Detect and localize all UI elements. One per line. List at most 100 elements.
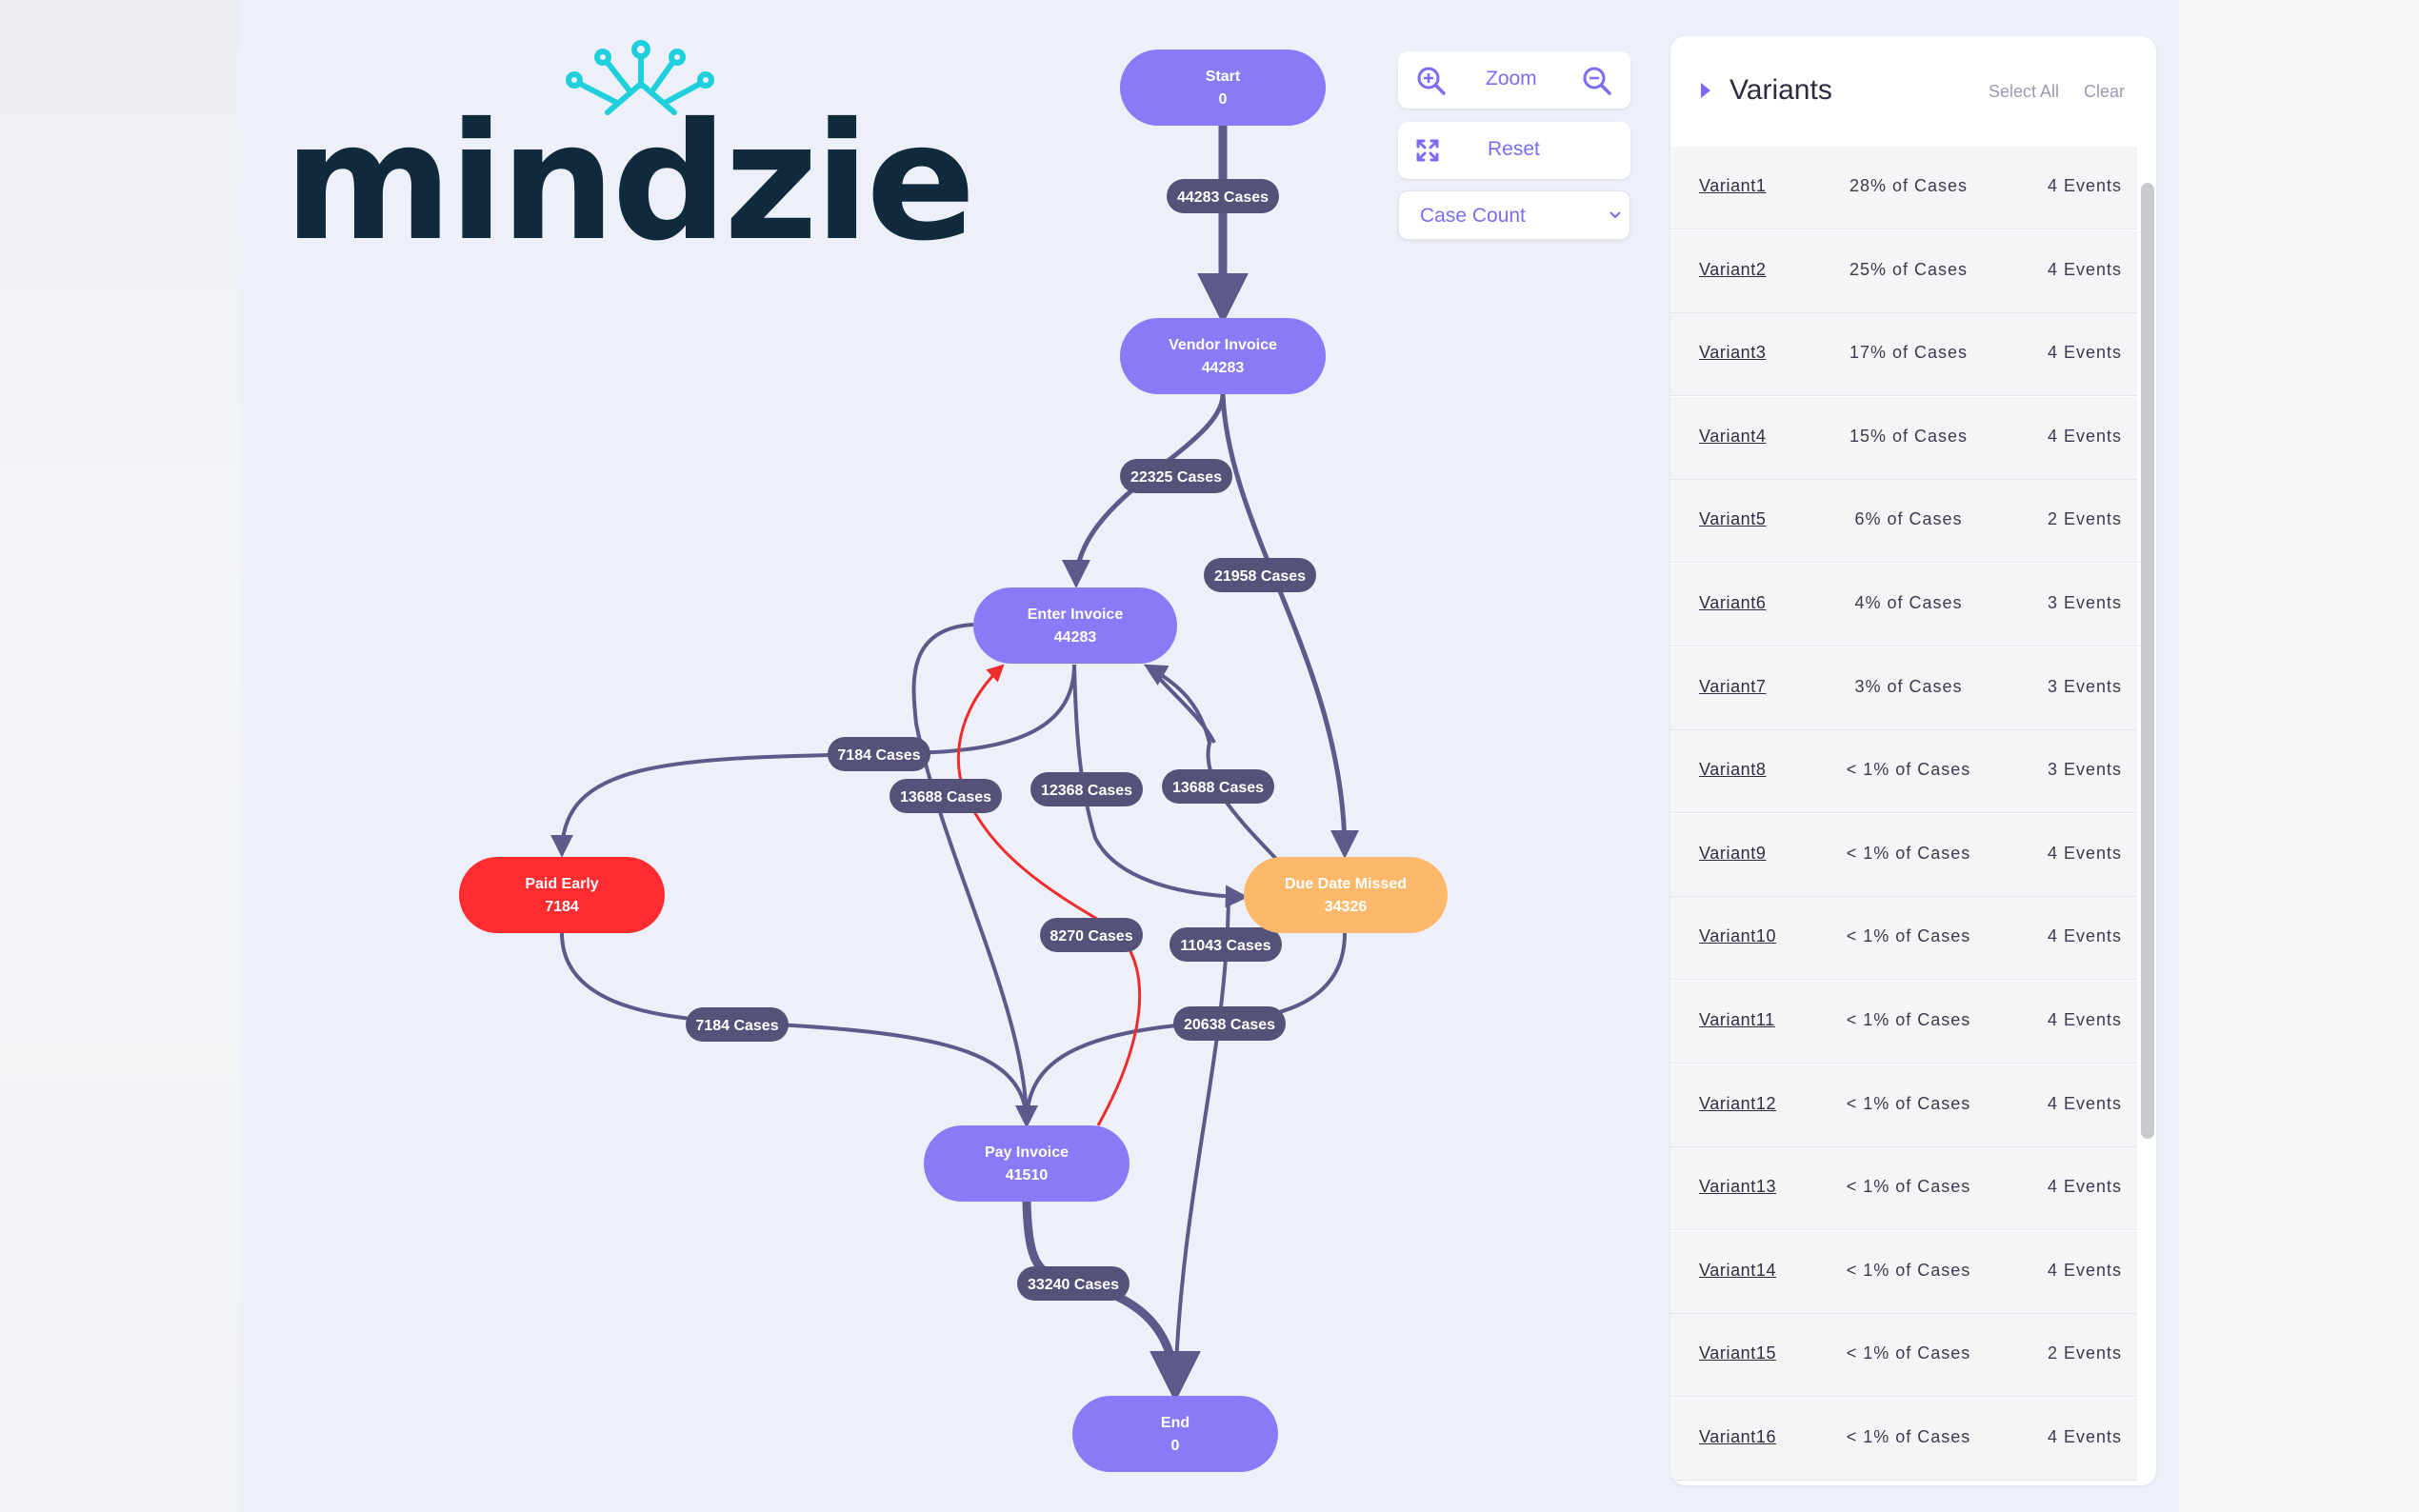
variant-case-percent: < 1% of Cases	[1846, 1260, 1971, 1280]
variant-name-link[interactable]: Variant2	[1699, 259, 1767, 279]
svg-text:7184 Cases: 7184 Cases	[695, 1018, 778, 1034]
svg-text:Vendor Invoice: Vendor Invoice	[1169, 337, 1277, 353]
edge-label-pay-enter[interactable]: 8270 Cases	[1040, 918, 1143, 952]
variant-name-link[interactable]: Variant14	[1699, 1260, 1777, 1280]
svg-text:End: End	[1161, 1415, 1190, 1431]
edge-label-due-end[interactable]: 11043 Cases	[1170, 927, 1282, 962]
svg-text:12368 Cases: 12368 Cases	[1041, 783, 1132, 799]
edge-enter-due[interactable]	[1072, 664, 1249, 908]
edge-due-end[interactable]	[1164, 888, 1230, 1395]
edge-label-enter-pay[interactable]: 13688 Cases	[890, 779, 1002, 813]
variant-name-link[interactable]: Variant6	[1699, 593, 1767, 612]
variant-event-count: 3 Events	[2047, 676, 2122, 696]
edge-label-enter-paid[interactable]: 7184 Cases	[828, 737, 930, 771]
node-enter-invoice[interactable]: Enter Invoice 44283	[973, 587, 1177, 664]
node-paid-early[interactable]: Paid Early 7184	[459, 857, 665, 933]
node-end[interactable]: End 0	[1072, 1396, 1278, 1472]
svg-text:11043 Cases: 11043 Cases	[1180, 938, 1270, 954]
svg-text:22325 Cases: 22325 Cases	[1130, 469, 1222, 486]
edge-pay-enter-rework[interactable]	[957, 664, 1142, 1126]
variant-case-percent: 3% of Cases	[1854, 676, 1963, 696]
edge-label-paid-pay[interactable]: 7184 Cases	[686, 1007, 789, 1042]
scrollbar-thumb[interactable]	[2141, 183, 2154, 1139]
variant-event-count: 4 Events	[2047, 343, 2122, 363]
svg-text:21958 Cases: 21958 Cases	[1214, 568, 1306, 585]
variant-event-count: 3 Events	[2047, 593, 2122, 612]
edge-label-vendor-due[interactable]: 21958 Cases	[1204, 558, 1316, 592]
node-pay-invoice[interactable]: Pay Invoice 41510	[924, 1125, 1130, 1202]
variants-scrollbar[interactable]	[2137, 147, 2156, 1485]
edge-label-due-pay[interactable]: 20638 Cases	[1173, 1006, 1286, 1041]
variant-name-link[interactable]: Variant1	[1699, 176, 1767, 195]
variant-name-link[interactable]: Variant12	[1699, 1093, 1777, 1113]
svg-text:Paid Early: Paid Early	[525, 876, 598, 892]
variant-event-count: 3 Events	[2047, 760, 2122, 780]
variant-name-link[interactable]: Variant5	[1699, 509, 1767, 529]
select-all-link[interactable]: Select All	[1989, 82, 2060, 101]
variant-case-percent: < 1% of Cases	[1846, 926, 1971, 946]
reset-button[interactable]: Reset	[1398, 122, 1630, 179]
edge-vendor-due[interactable]	[1220, 393, 1359, 859]
edge-labels: 44283 Cases 22325 Cases 21958 Cases 7184…	[686, 179, 1316, 1301]
variant-event-count: 4 Events	[2047, 1427, 2122, 1446]
variant-name-link[interactable]: Variant8	[1699, 760, 1767, 780]
svg-text:0: 0	[1219, 91, 1228, 108]
zoom-out-icon[interactable]	[1581, 65, 1613, 97]
edge-due-enter[interactable]	[1143, 664, 1278, 861]
variant-name-link[interactable]: Variant9	[1699, 843, 1767, 863]
variant-name-link[interactable]: Variant10	[1699, 926, 1777, 946]
svg-text:7184: 7184	[545, 899, 579, 915]
variant-event-count: 4 Events	[2047, 259, 2122, 279]
variant-name-link[interactable]: Variant15	[1699, 1343, 1777, 1363]
edge-label-pay-end[interactable]: 33240 Cases	[1017, 1266, 1130, 1301]
edge-label-enter-due[interactable]: 12368 Cases	[1030, 772, 1143, 806]
edge-label-start-vendor[interactable]: 44283 Cases	[1167, 179, 1279, 213]
metric-select-value: Case Count	[1420, 205, 1526, 227]
svg-text:41510: 41510	[1006, 1167, 1049, 1184]
zoom-in-icon[interactable]	[1415, 65, 1448, 97]
variant-row[interactable]: Variant7 3% of Cases 3 Events	[1670, 647, 2137, 730]
variant-name-link[interactable]: Variant16	[1699, 1427, 1777, 1446]
variant-name-link[interactable]: Variant3	[1699, 343, 1767, 363]
variant-name-link[interactable]: Variant4	[1699, 426, 1767, 446]
variant-row[interactable]: Variant13 < 1% of Cases 4 Events	[1670, 1147, 2137, 1231]
right-backdrop	[2179, 0, 2419, 1512]
edge-enter-pay[interactable]	[911, 623, 1038, 1128]
variant-name-link[interactable]: Variant7	[1699, 676, 1767, 696]
variant-event-count: 4 Events	[2047, 1177, 2122, 1197]
edge-paid-pay[interactable]	[560, 932, 1038, 1128]
node-start[interactable]: Start 0	[1120, 50, 1326, 126]
clear-link[interactable]: Clear	[2084, 82, 2126, 101]
metric-select[interactable]: Case Count	[1398, 190, 1630, 240]
variant-case-percent: < 1% of Cases	[1846, 1177, 1971, 1197]
variant-case-percent: < 1% of Cases	[1846, 1093, 1971, 1113]
edge-enter-paid[interactable]	[550, 664, 1076, 858]
logo-crown-icon	[566, 40, 714, 115]
node-due-date-missed[interactable]: Due Date Missed 34326	[1244, 857, 1448, 933]
edge-label-due-enter[interactable]: 13688 Cases	[1162, 769, 1274, 804]
collapse-caret-icon[interactable]	[1699, 81, 1712, 100]
edge-label-vendor-enter[interactable]: 22325 Cases	[1120, 459, 1232, 493]
node-vendor-invoice[interactable]: Vendor Invoice 44283	[1120, 318, 1326, 394]
svg-text:20638 Cases: 20638 Cases	[1184, 1017, 1275, 1033]
variant-name-link[interactable]: Variant11	[1699, 1010, 1775, 1029]
variant-case-percent: < 1% of Cases	[1846, 1427, 1971, 1446]
variant-row[interactable]: Variant16 < 1% of Cases 4 Events	[1670, 1398, 2137, 1481]
svg-text:13688 Cases: 13688 Cases	[900, 789, 991, 806]
svg-text:Start: Start	[1206, 69, 1241, 85]
variant-name-link[interactable]: Variant13	[1699, 1177, 1777, 1197]
